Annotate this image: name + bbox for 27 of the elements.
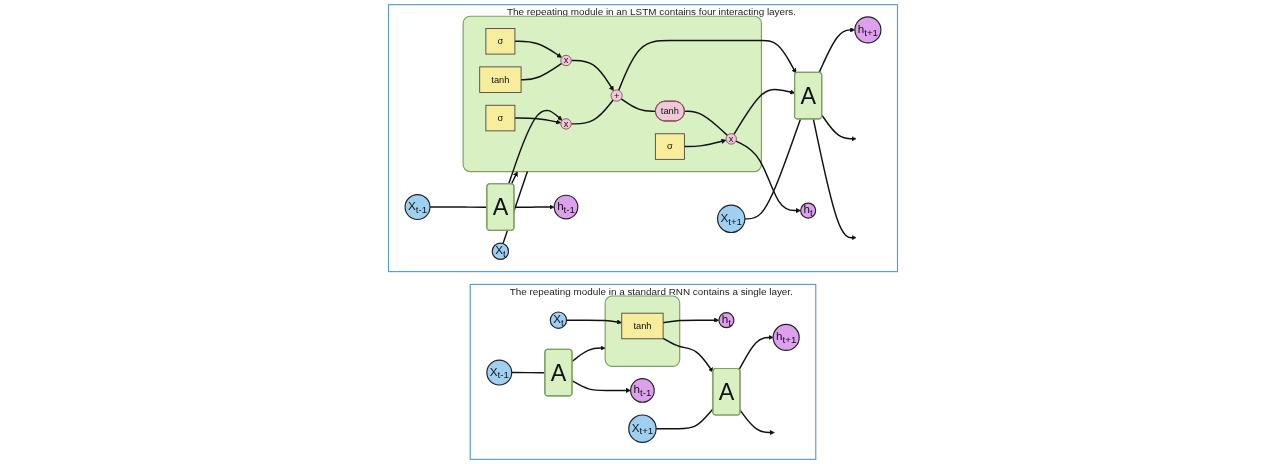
layer-box: σ [485, 28, 516, 55]
output-circle: h$_{t}$ [718, 312, 735, 329]
layer-box: tanh [479, 66, 522, 93]
operation-circle: x [560, 118, 572, 130]
layer-box: tanh [621, 312, 664, 340]
output-circle: h$_{t-1}$ [630, 378, 655, 403]
output-circle: h$_{t+1}$ [854, 16, 882, 44]
input-circle: X$_{t-1}$ [404, 194, 431, 221]
operation-circle: x [560, 54, 572, 67]
node-label: The repeating module in a standard RNN contains a single layer. [509, 286, 793, 298]
input-circle: X$_{t+1}$ [628, 414, 657, 443]
layer-box: σ [485, 104, 516, 132]
operation-circle: x [725, 133, 737, 145]
output-circle: h$_{t-1}$ [553, 194, 579, 220]
module-box: A [794, 71, 823, 120]
module-box: A [486, 183, 515, 231]
output-circle: h$_{t+1}$ [772, 323, 800, 352]
input-circle: X$_{t}$ [549, 311, 568, 329]
module-box: A [712, 367, 741, 416]
node-label: The repeating module in an LSTM contains four interacting layers. [506, 6, 797, 18]
input-circle: X$_{t+1}$ [716, 204, 746, 234]
module-box: A [544, 348, 573, 397]
layer-box: σ [654, 133, 685, 160]
output-circle: h$_{t}$ [800, 202, 817, 219]
input-circle: X$_{t-1}$ [486, 359, 513, 386]
operation-circle: + [610, 89, 623, 102]
input-circle: X$_{t}$ [491, 242, 510, 260]
